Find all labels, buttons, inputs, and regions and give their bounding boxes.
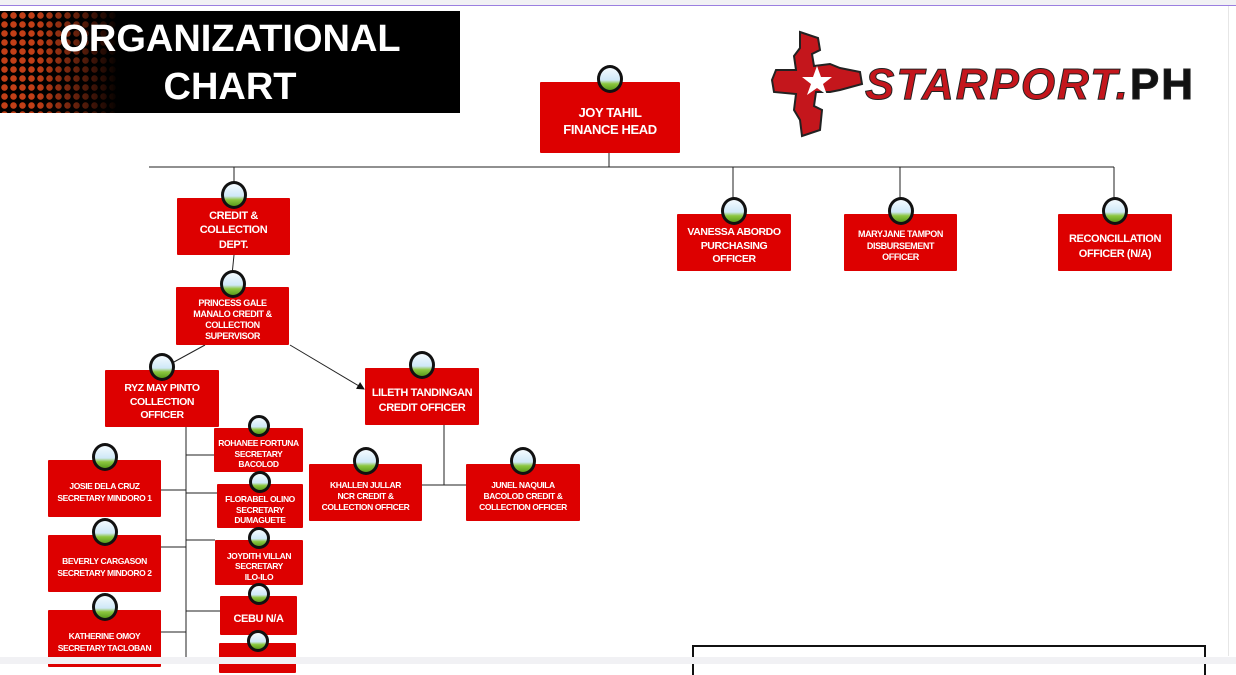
avatar-placeholder-icon — [721, 197, 747, 225]
avatar-placeholder-icon — [887, 197, 914, 225]
avatar-placeholder-icon — [409, 351, 435, 379]
node-secretary-mindoro-2[interactable]: BEVERLY CARGASON SECRETARY MINDORO 2 — [48, 518, 161, 592]
node-reconciliation-officer[interactable]: RECONCILLATION OFFICER (N/A) — [1058, 197, 1172, 271]
starport-emblem-icon — [770, 30, 864, 138]
avatar-placeholder-icon — [220, 181, 247, 209]
node-secretary-mindoro-1[interactable]: JOSIE DELA CRUZ SECRETARY MINDORO 1 — [48, 443, 161, 517]
halftone-dots-decoration — [0, 11, 120, 113]
avatar-placeholder-icon — [597, 65, 623, 93]
avatar-placeholder-icon — [1102, 197, 1128, 225]
title-line-2: CHART — [163, 66, 297, 108]
chart-title: ORGANIZATIONAL CHART — [0, 15, 460, 111]
starport-logo: STARPORT.PH — [770, 30, 1200, 140]
node-credit-collection-supervisor[interactable]: PRINCESS GALE MANALO CREDIT & COLLECTION… — [176, 270, 289, 345]
node-cebu[interactable]: CEBU N/A — [220, 583, 297, 635]
node-bacolod-credit-collection-officer[interactable]: JUNEL NAQUILA BACOLOD CREDIT & COLLECTIO… — [466, 447, 580, 521]
node-ncr-credit-collection-officer[interactable]: KHALLEN JULLAR NCR CREDIT & COLLECTION O… — [309, 447, 422, 521]
avatar-placeholder-icon — [149, 353, 175, 381]
node-secretary-iloilo[interactable]: JOYDITH VILLAN SECRETARY ILO-ILO — [215, 527, 303, 585]
avatar-placeholder-icon — [352, 447, 379, 475]
logo-wordmark: STARPORT.PH — [865, 60, 1196, 110]
node-finance-head[interactable]: JOY TAHIL FINANCE HEAD — [540, 65, 680, 153]
node-credit-collection-dept[interactable]: CREDIT & COLLECTION DEPT. — [177, 181, 290, 255]
avatar-placeholder-icon — [248, 527, 270, 549]
avatar-placeholder-icon — [91, 518, 118, 546]
node-credit-officer[interactable]: LILETH TANDINGAN CREDIT OFFICER — [365, 351, 479, 425]
avatar-placeholder-icon — [91, 593, 118, 621]
node-purchasing-officer[interactable]: VANESSA ABORDO PURCHASING OFFICER — [677, 197, 791, 271]
avatar-placeholder-icon — [246, 630, 269, 652]
title-banner: ORGANIZATIONAL CHART — [0, 11, 460, 113]
node-secretary-dumaguete[interactable]: FLORABEL OLINO SECRETARY DUMAGUETE — [217, 471, 303, 528]
node-secretary-bacolod[interactable]: ROHANEE FORTUNA SECRETARY BACOLOD — [214, 415, 303, 472]
avatar-placeholder-icon — [249, 471, 271, 493]
page-edge — [1228, 6, 1229, 656]
avatar-placeholder-icon — [91, 443, 118, 471]
window-top-bar — [0, 0, 1236, 6]
avatar-placeholder-icon — [247, 415, 270, 437]
avatar-placeholder-icon — [510, 447, 536, 475]
window-bottom-bar — [0, 657, 1236, 664]
avatar-placeholder-icon — [247, 583, 270, 605]
node-disbursement-officer[interactable]: MARYJANE TAMPON DISBURSEMENT OFFICER — [844, 197, 957, 271]
title-line-1: ORGANIZATIONAL — [59, 18, 401, 60]
node-collection-officer[interactable]: RYZ MAY PINTO COLLECTION OFFICER — [105, 353, 219, 427]
avatar-placeholder-icon — [219, 270, 246, 298]
